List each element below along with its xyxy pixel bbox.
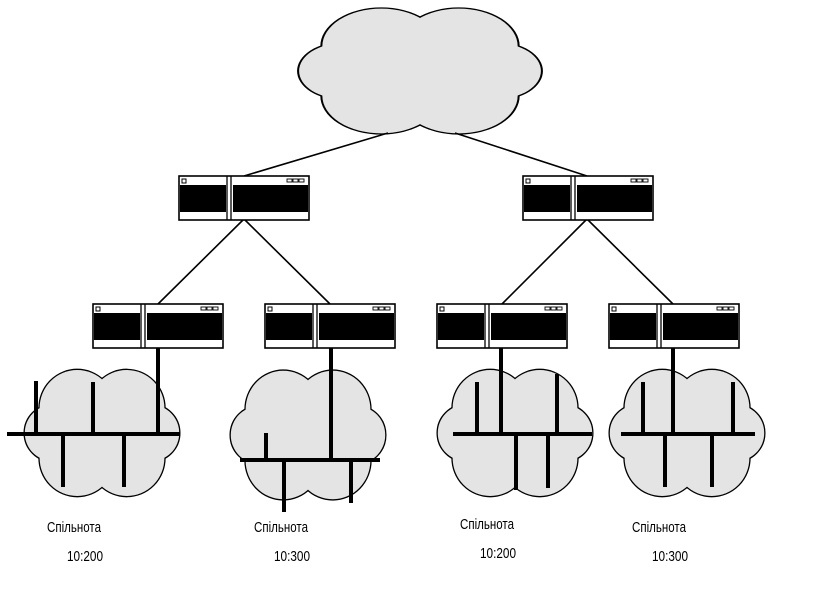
community-name: Спільнота: [47, 519, 101, 536]
port-led-icon: [728, 306, 735, 311]
power-led-icon: [95, 306, 101, 312]
community-value: 10:200: [480, 545, 516, 562]
port-led-icon: [384, 306, 391, 311]
port-led-icon: [716, 306, 723, 311]
power-led-icon: [267, 306, 273, 312]
community-name: Спільнота: [460, 516, 514, 533]
port-led-icon: [630, 178, 637, 183]
power-led-icon: [181, 178, 187, 184]
lan-buses: [7, 348, 755, 512]
community-name: Спільнота: [632, 519, 686, 536]
community-value: 10:300: [652, 548, 688, 565]
port-led-icon: [550, 306, 557, 311]
port-led-icon: [556, 306, 563, 311]
port-led-icon: [298, 178, 305, 183]
power-led-icon: [439, 306, 445, 312]
uplinks: [157, 132, 674, 305]
port-led-icon: [636, 178, 643, 183]
community-name: Спільнота: [254, 519, 308, 536]
core-network-cloud: [297, 7, 543, 135]
access-switch-1: [92, 303, 224, 349]
power-led-icon: [611, 306, 617, 312]
access-switch-3: [436, 303, 568, 349]
access-switch-2: [264, 303, 396, 349]
port-led-icon: [642, 178, 649, 183]
community-value: 10:200: [67, 548, 103, 565]
port-led-icon: [200, 306, 207, 311]
distribution-switch-2: [522, 175, 654, 221]
port-led-icon: [544, 306, 551, 311]
port-led-icon: [292, 178, 299, 183]
community-label-3: Спільнота 10:200: [460, 516, 516, 562]
port-led-icon: [286, 178, 293, 183]
port-led-icon: [206, 306, 213, 311]
access-switch-4: [608, 303, 740, 349]
distribution-switch-1: [178, 175, 310, 221]
power-led-icon: [525, 178, 531, 184]
port-led-icon: [372, 306, 379, 311]
port-led-icon: [212, 306, 219, 311]
community-label-2: Спільнота 10:300: [254, 519, 310, 565]
port-led-icon: [722, 306, 729, 311]
community-label-4: Спільнота 10:300: [632, 519, 688, 565]
community-cloud-2: [229, 369, 387, 501]
community-value: 10:300: [274, 548, 310, 565]
community-label-1: Спільнота 10:200: [47, 519, 103, 565]
port-led-icon: [378, 306, 385, 311]
